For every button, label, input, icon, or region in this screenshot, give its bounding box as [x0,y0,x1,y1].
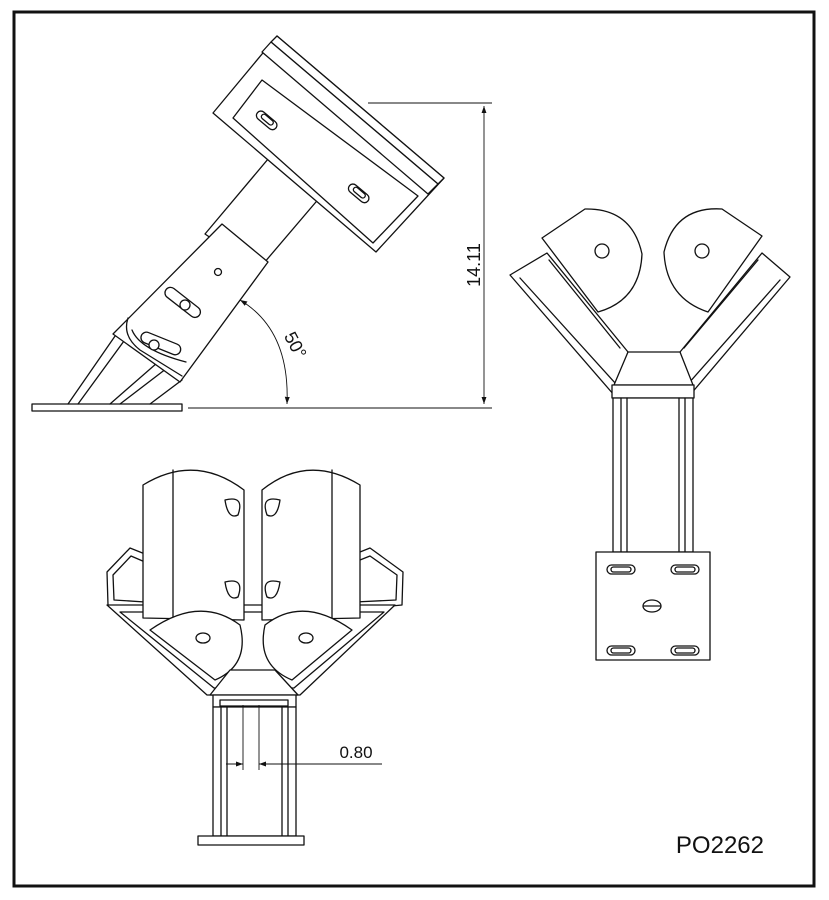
drawing-border [12,10,816,888]
side-view-bolt-hole [213,267,223,277]
front-view [509,208,791,661]
rear-view-left-cradle [142,469,245,621]
side-view-base-plate [31,403,183,412]
front-view-center-hub [613,351,694,386]
angle-dimension-arc [239,299,290,405]
front-view-right-leaf [663,208,763,313]
angle-dimension-label: 50° [280,328,310,361]
height-dimension-label: 14.11 [464,243,484,287]
front-view-post [612,397,694,553]
side-view-mount-plate [212,35,445,253]
rear-view-post [212,706,297,837]
rear-view-right-cradle [261,469,361,621]
rear-view-right-disc [262,610,353,681]
tube-width-label: 0.80 [339,743,372,762]
front-view-left-leaf [541,208,643,313]
rear-view-hub [209,669,299,696]
part-number-label: PO2262 [676,832,764,859]
side-view: 14.11 50° [31,35,492,412]
rear-view-base-plate [197,835,305,846]
rear-view: 0.80 [106,469,404,846]
